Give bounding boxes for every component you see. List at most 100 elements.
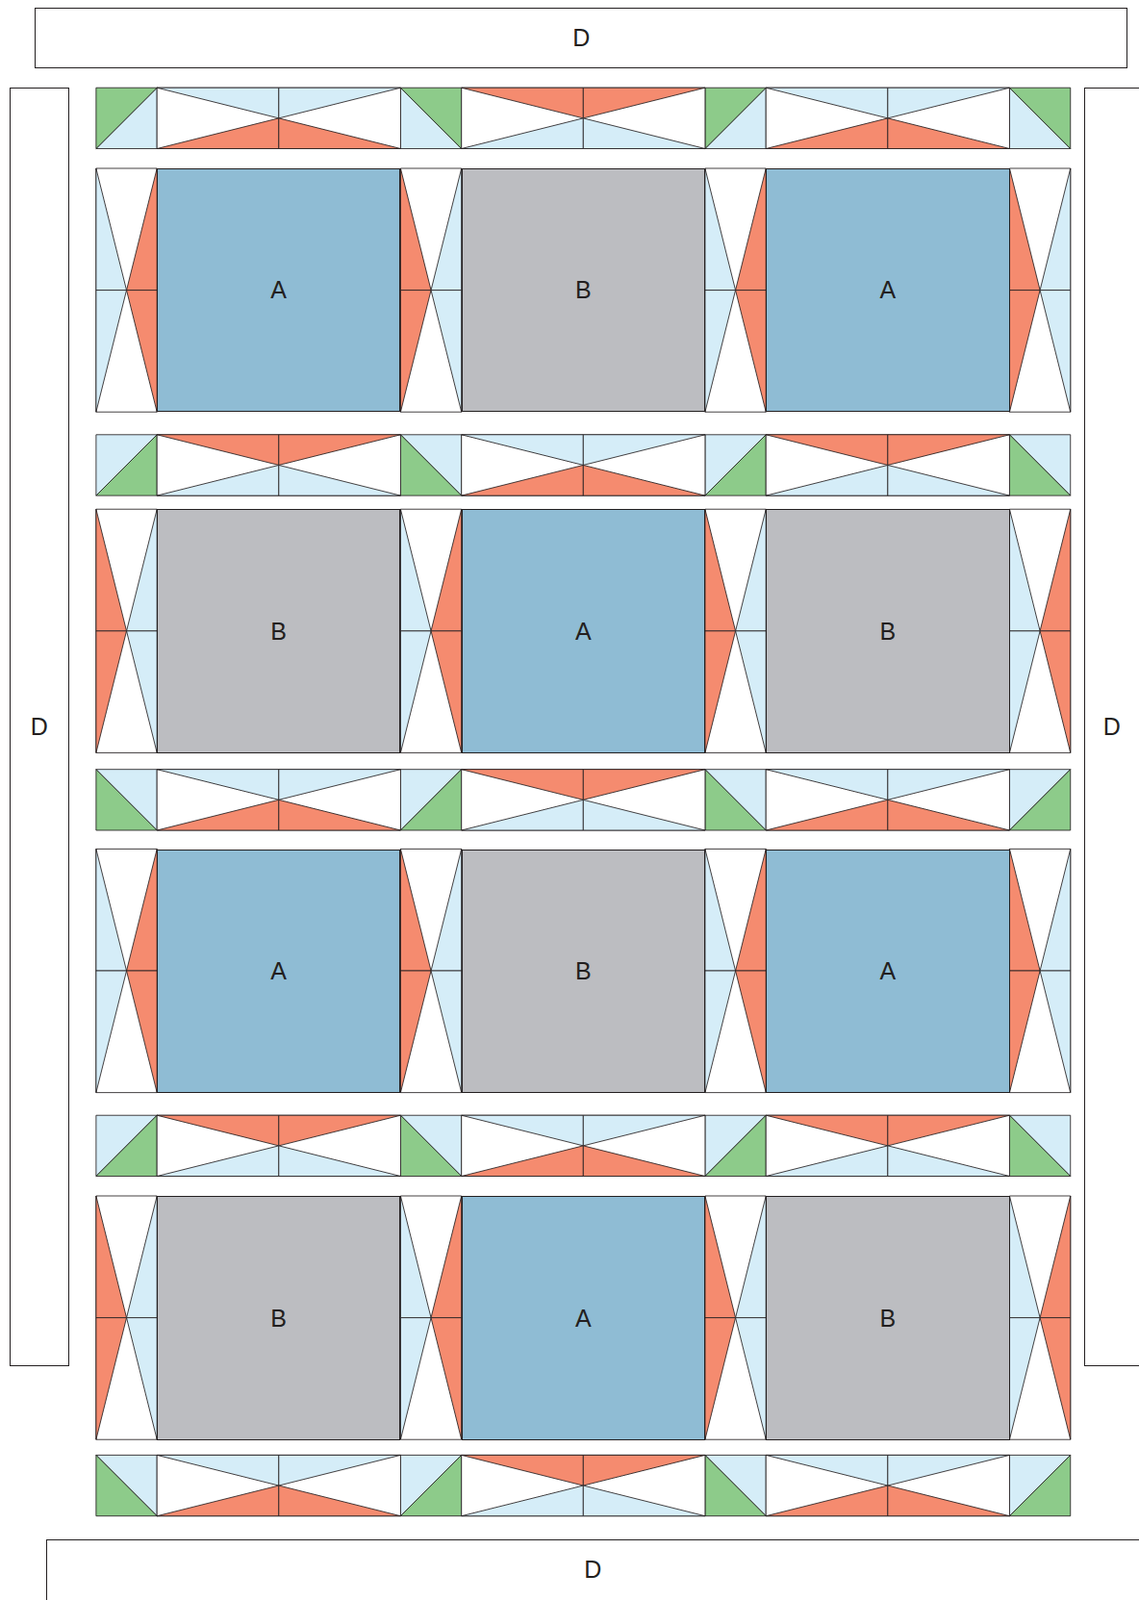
sashing-triangle <box>887 1114 1011 1146</box>
cornerstone-triangle <box>400 1114 461 1176</box>
quilt-block: A <box>156 849 401 1093</box>
sashing-triangle <box>887 1485 1011 1517</box>
sashing-triangle <box>400 290 431 413</box>
sashing-triangle <box>400 970 431 1093</box>
sashing-triangle <box>278 1145 402 1177</box>
sashing-triangle <box>461 464 584 496</box>
sashing-triangle <box>1039 508 1071 632</box>
sashing-triangle <box>156 799 279 831</box>
sashing-triangle <box>461 1145 584 1177</box>
border-strip: D <box>9 87 71 1366</box>
sashing-triangle <box>887 464 1011 496</box>
sashing-triangle <box>400 848 431 971</box>
border-strip: D <box>46 1539 1139 1600</box>
sashing-triangle <box>430 848 462 971</box>
sashing-triangle <box>126 290 158 413</box>
sashing-triangle <box>1039 290 1071 413</box>
sashing-segment <box>765 769 1010 831</box>
sashing-triangle <box>126 168 158 291</box>
sashing-triangle <box>461 799 584 831</box>
cornerstone-triangle <box>96 1114 157 1176</box>
part-letter: B <box>575 959 592 984</box>
sashing-triangle <box>156 1145 279 1177</box>
sashing-triangle <box>735 508 767 632</box>
sashing-triangle <box>126 970 158 1093</box>
cornerstone-triangle <box>96 434 157 496</box>
cornerstone-triangle <box>400 769 461 831</box>
sashing-triangle <box>278 1485 402 1517</box>
sashing-triangle <box>765 464 888 496</box>
part-letter: D <box>583 1557 602 1582</box>
sashing-triangle <box>1039 970 1071 1093</box>
sashing-segment <box>461 434 706 496</box>
cornerstone-triangle <box>1009 434 1070 496</box>
cornerstone-triangle <box>96 87 157 149</box>
sashing-triangle <box>400 1317 431 1441</box>
cornerstone-triangle <box>96 1114 157 1176</box>
sashing-triangle <box>887 769 1011 801</box>
sashing-triangle <box>278 118 402 150</box>
cornerstone-triangle <box>400 1454 461 1516</box>
sashing-triangle <box>582 118 706 150</box>
sashing-triangle <box>126 1195 158 1318</box>
cornerstone-triangle <box>705 87 766 149</box>
sashing-triangle <box>461 1485 584 1517</box>
sashing-triangle <box>430 290 462 413</box>
sashing-triangle <box>430 970 462 1093</box>
sashing-triangle <box>156 1114 279 1146</box>
sashing-triangle <box>1039 1317 1071 1441</box>
cornerstone-triangle <box>400 1114 461 1176</box>
sashing-segment <box>96 168 157 412</box>
part-letter: D <box>1103 714 1121 739</box>
sashing-triangle <box>1009 508 1040 632</box>
sashing-segment <box>156 1114 401 1176</box>
sashing-segment <box>461 1114 706 1176</box>
sashing-triangle <box>400 631 431 754</box>
sashing-triangle <box>582 799 706 831</box>
part-letter: D <box>30 714 49 739</box>
sashing-triangle <box>126 848 158 971</box>
sashing-triangle <box>156 1454 279 1486</box>
sashing-segment <box>765 434 1010 496</box>
part-letter: A <box>270 959 287 984</box>
sashing-triangle <box>278 799 402 831</box>
sashing-triangle <box>735 631 767 754</box>
sashing-triangle <box>887 434 1011 466</box>
cornerstone-triangle <box>400 434 461 496</box>
sashing-triangle <box>735 290 767 413</box>
part-letter: A <box>880 278 897 303</box>
sashing-triangle <box>1009 168 1040 291</box>
sashing-triangle <box>735 970 767 1093</box>
sashing-triangle <box>96 631 127 754</box>
sashing-triangle <box>156 464 279 496</box>
cornerstone-triangle <box>96 434 157 496</box>
sashing-triangle <box>705 631 736 754</box>
sashing-triangle <box>278 87 402 119</box>
sashing-segment <box>96 848 157 1092</box>
sashing-triangle <box>1009 970 1040 1093</box>
cornerstone-triangle <box>705 769 766 831</box>
cornerstone-triangle <box>705 1114 766 1176</box>
sashing-triangle <box>1039 631 1071 754</box>
sashing-triangle <box>1009 290 1040 413</box>
sashing-triangle <box>461 434 584 466</box>
sashing-triangle <box>156 87 279 119</box>
sashing-triangle <box>278 1114 402 1146</box>
quilt-block: A <box>156 168 401 412</box>
sashing-triangle <box>887 799 1011 831</box>
quilt-block: A <box>765 168 1010 412</box>
sashing-triangle <box>1009 631 1040 754</box>
sashing-triangle <box>765 118 888 150</box>
quilt-block: A <box>461 508 706 753</box>
sashing-triangle <box>705 290 736 413</box>
sashing-triangle <box>765 1454 888 1486</box>
sashing-triangle <box>705 168 736 291</box>
part-letter: A <box>270 278 287 303</box>
sashing-triangle <box>400 168 431 291</box>
quilt-block: B <box>765 508 1010 753</box>
cornerstone-triangle <box>1009 87 1070 149</box>
cornerstone-triangle <box>1009 1114 1070 1176</box>
quilt-block: A <box>461 1195 706 1440</box>
quilt-block: B <box>765 1195 1010 1440</box>
sashing-triangle <box>126 1317 158 1441</box>
